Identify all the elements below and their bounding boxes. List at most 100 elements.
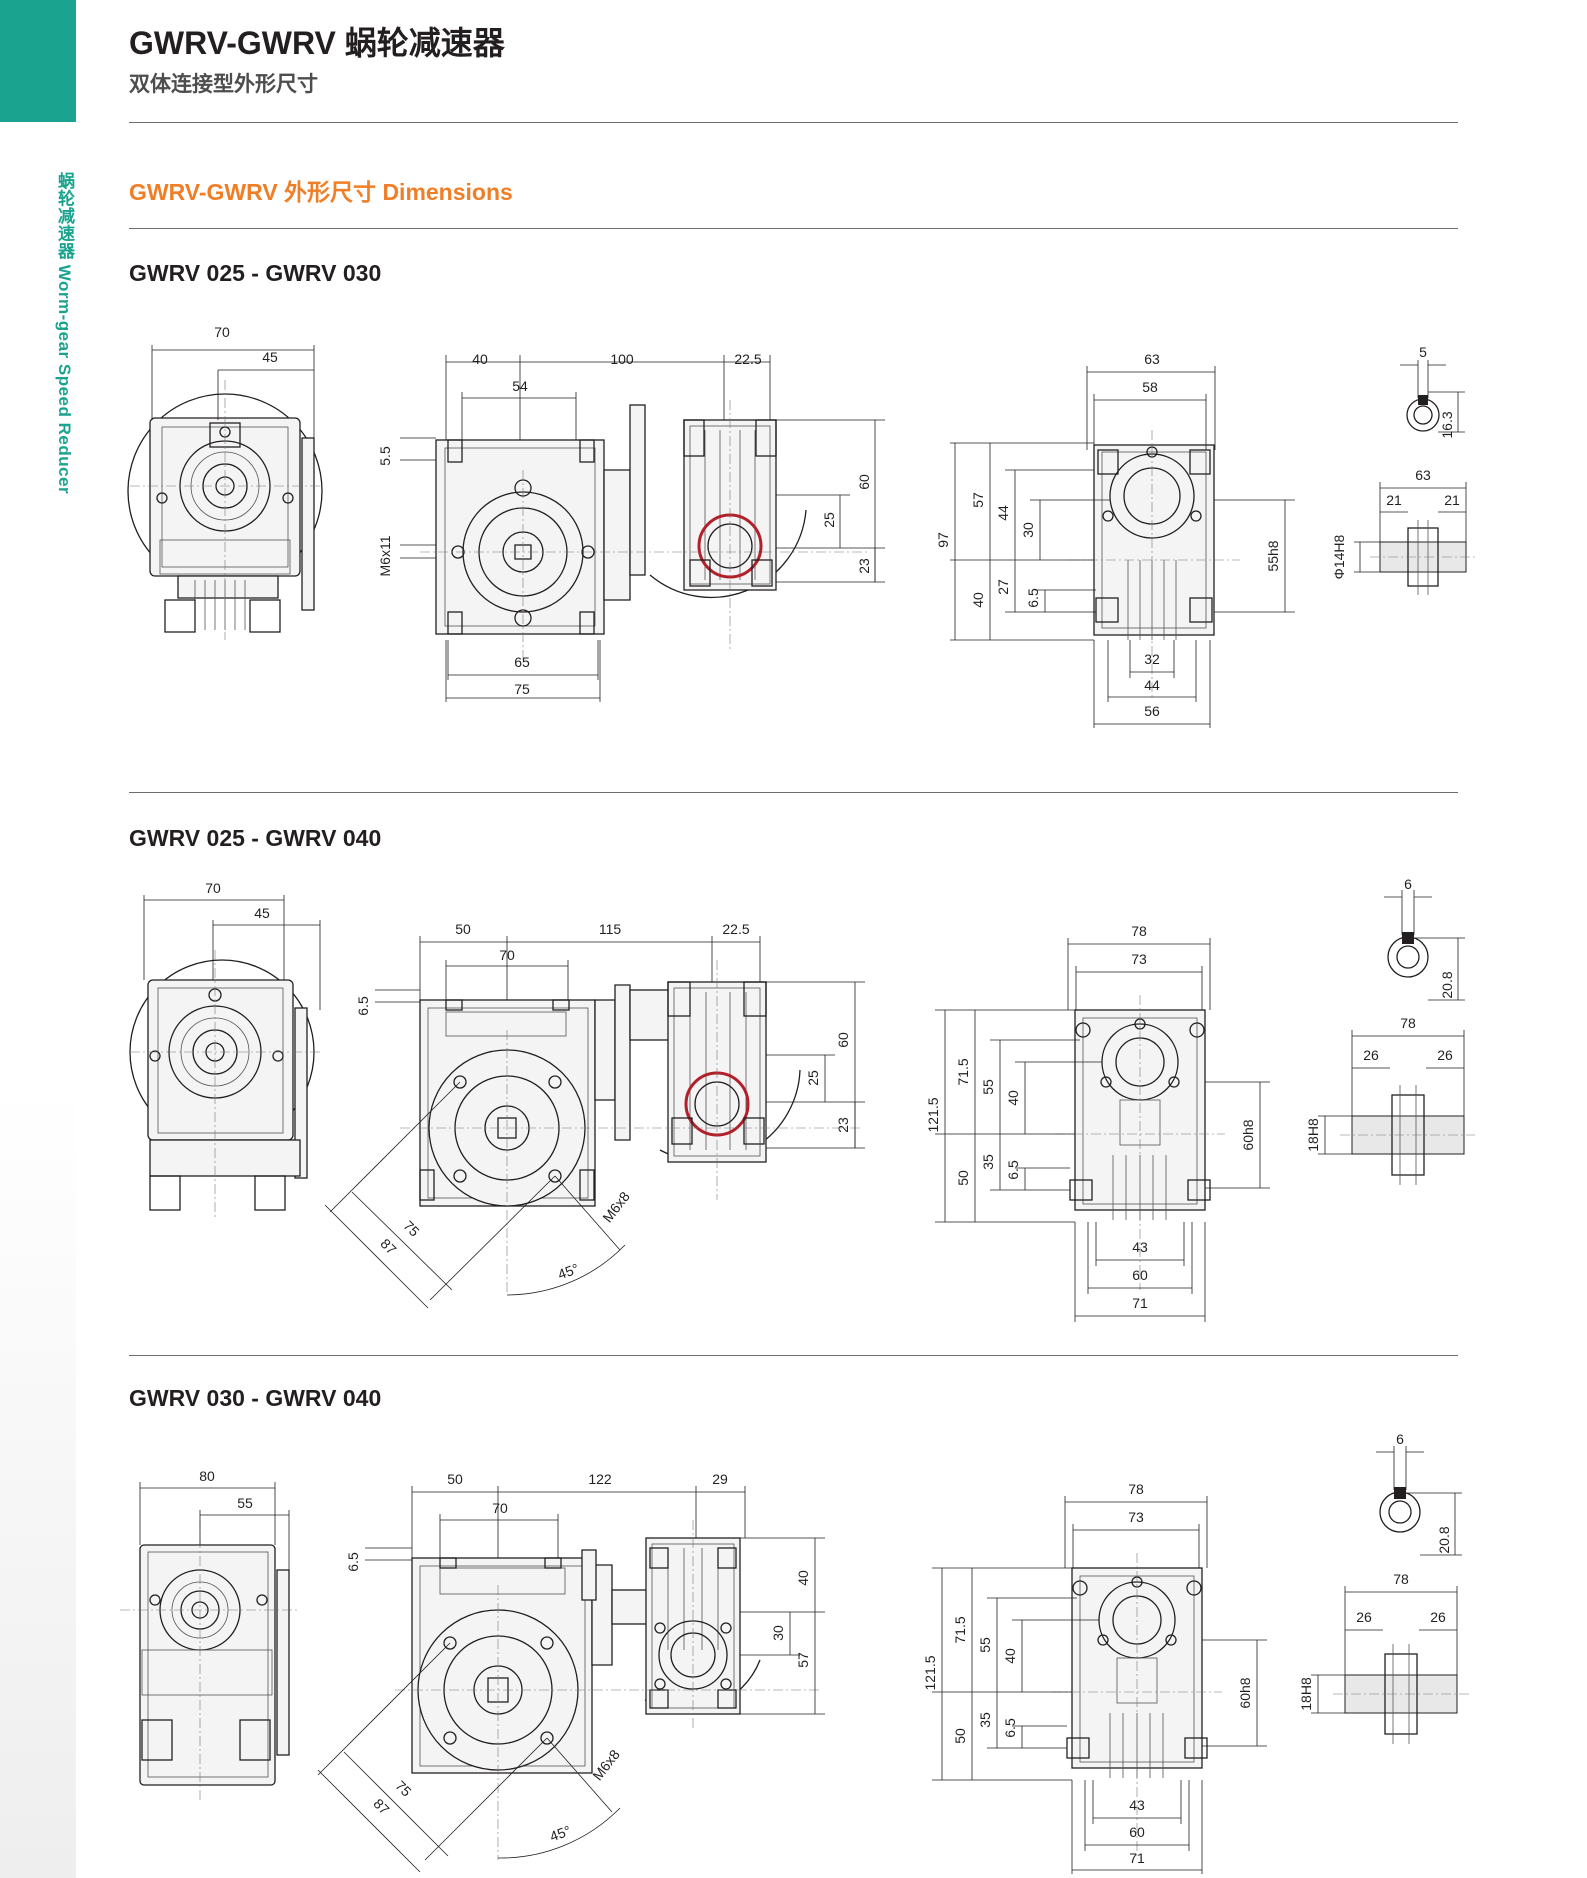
svg-text:63: 63 [1415,467,1431,483]
m2-front-view: 50 115 22.5 70 6.5 60 25 23 75 87 M6x8 4… [324,921,865,1309]
svg-text:121.5: 121.5 [925,1097,941,1132]
svg-text:75: 75 [392,1777,414,1799]
chapter-color-tab [0,0,76,122]
svg-text:78: 78 [1400,1015,1416,1031]
svg-text:70: 70 [205,880,221,896]
svg-text:50: 50 [952,1728,968,1744]
svg-text:50: 50 [455,921,471,937]
svg-text:71: 71 [1129,1850,1145,1866]
svg-text:50: 50 [955,1170,971,1186]
svg-text:60h8: 60h8 [1237,1677,1253,1708]
model-title-3: GWRV 030 - GWRV 040 [129,1385,382,1411]
m2-end-view: 78 73 121.5 71.5 50 55 40 35 6.5 60h8 43… [925,923,1270,1322]
m1-front-view: 40 100 22.5 54 5.5 M6x11 65 75 60 25 23 [377,351,885,702]
m3-end-view: 78 73 121.5 71.5 50 55 40 35 6.5 60h8 43… [922,1481,1267,1874]
svg-text:60: 60 [835,1032,851,1048]
svg-text:27: 27 [995,579,1011,595]
svg-text:18H8: 18H8 [1298,1677,1314,1711]
svg-text:78: 78 [1131,923,1147,939]
svg-text:6.5: 6.5 [345,1552,361,1572]
svg-text:55: 55 [980,1079,996,1095]
svg-text:70: 70 [492,1500,508,1516]
svg-text:23: 23 [835,1117,851,1133]
svg-text:35: 35 [977,1712,993,1728]
svg-text:21: 21 [1386,492,1402,508]
svg-text:6.5: 6.5 [1002,1718,1018,1738]
header-divider [129,122,1458,123]
svg-text:70: 70 [499,947,515,963]
page-subtitle: 双体连接型外形尺寸 [129,73,318,96]
m1-side-view: 70 45 [127,324,323,640]
svg-text:71: 71 [1132,1295,1148,1311]
svg-text:6: 6 [1396,1431,1404,1447]
svg-text:M6x8: M6x8 [589,1746,623,1783]
section-divider [129,228,1458,229]
svg-text:43: 43 [1132,1239,1148,1255]
sidebar-label: 蜗轮减速器 Worm-gear Speed Reducer [55,172,74,495]
svg-text:45°: 45° [556,1260,581,1282]
m1-shaft-detail: 5 16.3 63 21 21 Φ14H8 [1331,344,1475,595]
svg-text:35: 35 [980,1154,996,1170]
svg-text:50: 50 [447,1471,463,1487]
svg-text:23: 23 [856,558,872,574]
svg-text:56: 56 [1144,703,1160,719]
svg-text:100: 100 [610,351,634,367]
m2-shaft-detail: 6 20.8 78 26 26 18H8 [1305,876,1475,1185]
svg-text:40: 40 [970,592,986,608]
svg-text:55h8: 55h8 [1265,540,1281,571]
svg-text:87: 87 [377,1235,399,1257]
m1-end-view: 63 58 97 57 40 44 30 27 6.5 55h8 32 44 5… [935,351,1295,728]
m3-side-view: 80 55 [120,1468,300,1800]
svg-text:22.5: 22.5 [722,921,749,937]
svg-text:75: 75 [514,681,530,697]
m2-side-view: 70 45 [129,880,321,1220]
svg-text:78: 78 [1393,1571,1409,1587]
svg-text:60h8: 60h8 [1240,1119,1256,1150]
svg-text:Φ14H8: Φ14H8 [1331,534,1347,579]
sidebar-strip [0,122,76,1878]
svg-text:57: 57 [970,492,986,508]
m3-front-view: 50 122 29 70 6.5 40 30 57 75 87 M6x8 45° [317,1471,825,1873]
svg-text:30: 30 [1020,522,1036,538]
svg-text:60: 60 [1132,1267,1148,1283]
svg-text:57: 57 [795,1652,811,1668]
svg-text:6: 6 [1404,876,1412,892]
svg-text:20.8: 20.8 [1436,1526,1452,1553]
model-divider-1 [129,792,1458,793]
section-heading: GWRV-GWRV 外形尺寸 Dimensions [129,179,513,205]
svg-text:73: 73 [1131,951,1147,967]
svg-text:78: 78 [1128,1481,1144,1497]
svg-text:54: 54 [512,378,528,394]
model-title-1: GWRV 025 - GWRV 030 [129,260,382,286]
svg-text:60: 60 [1129,1824,1145,1840]
svg-text:16.3: 16.3 [1439,411,1455,438]
svg-text:71.5: 71.5 [952,1616,968,1643]
svg-text:20.8: 20.8 [1439,971,1455,998]
svg-text:63: 63 [1144,351,1160,367]
svg-text:18H8: 18H8 [1305,1118,1321,1152]
svg-text:30: 30 [770,1625,786,1641]
svg-text:87: 87 [370,1795,392,1817]
svg-text:55: 55 [977,1637,993,1653]
svg-text:44: 44 [995,505,1011,521]
svg-text:22.5: 22.5 [734,351,761,367]
svg-text:40: 40 [1005,1090,1021,1106]
svg-text:40: 40 [1002,1648,1018,1664]
svg-text:29: 29 [712,1471,728,1487]
svg-text:M6x11: M6x11 [377,535,393,576]
svg-text:26: 26 [1430,1609,1446,1625]
svg-text:70: 70 [214,324,230,340]
svg-text:25: 25 [805,1070,821,1086]
svg-text:73: 73 [1128,1509,1144,1525]
svg-text:40: 40 [472,351,488,367]
svg-text:M6x8: M6x8 [599,1188,633,1225]
svg-text:43: 43 [1129,1797,1145,1813]
model-title-2: GWRV 025 - GWRV 040 [129,825,382,851]
svg-text:6.5: 6.5 [1025,588,1041,608]
svg-text:45: 45 [254,905,270,921]
svg-text:65: 65 [514,654,530,670]
svg-text:45: 45 [262,349,278,365]
svg-text:80: 80 [199,1468,215,1484]
svg-text:58: 58 [1142,379,1158,395]
